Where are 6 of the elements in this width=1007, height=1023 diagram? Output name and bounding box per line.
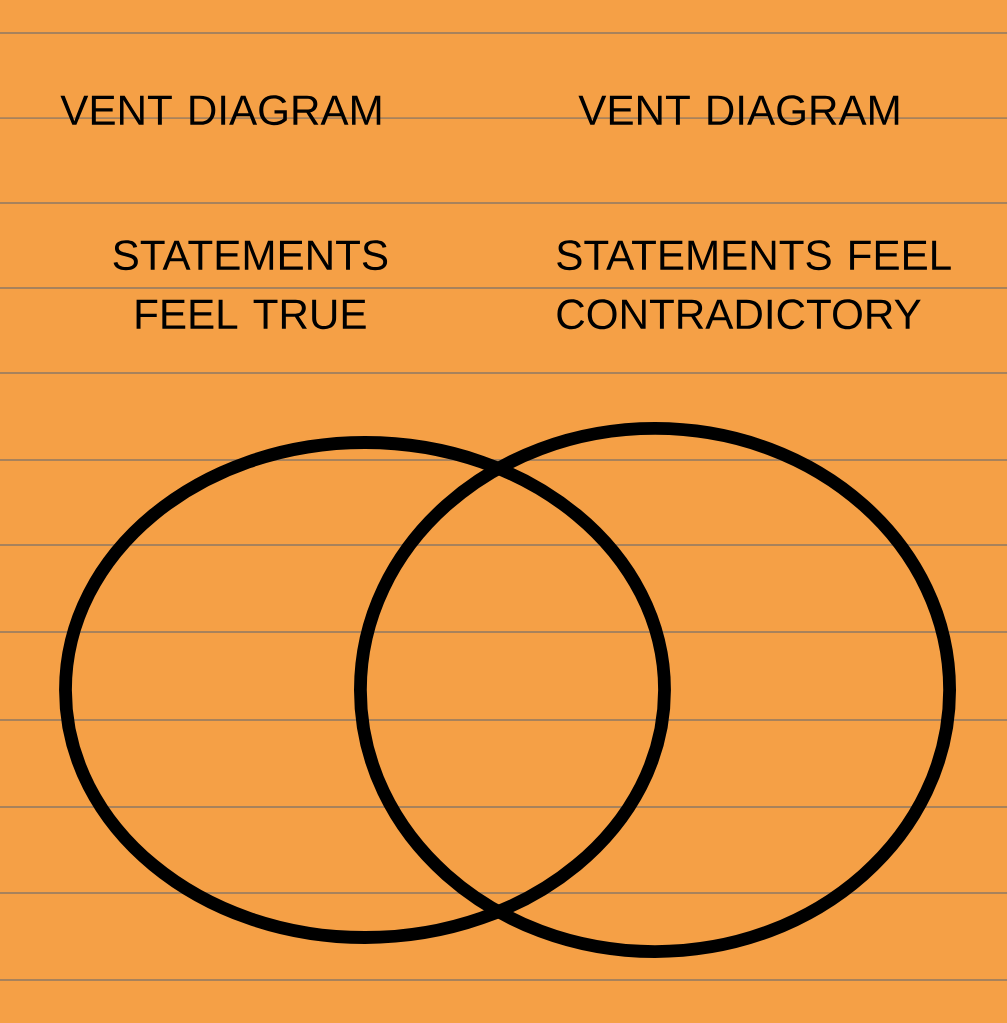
- title: VENT DIAGRAM: [60, 95, 381, 126]
- set-label: STATEMENTS FEEL CONTRADICTORY: [557, 240, 951, 330]
- venn-circle: [59, 436, 671, 944]
- set-label: STATEMENTS FEEL TRUE: [113, 240, 388, 330]
- venn-circle: [354, 422, 956, 958]
- title: VENT DIAGRAM: [578, 95, 899, 126]
